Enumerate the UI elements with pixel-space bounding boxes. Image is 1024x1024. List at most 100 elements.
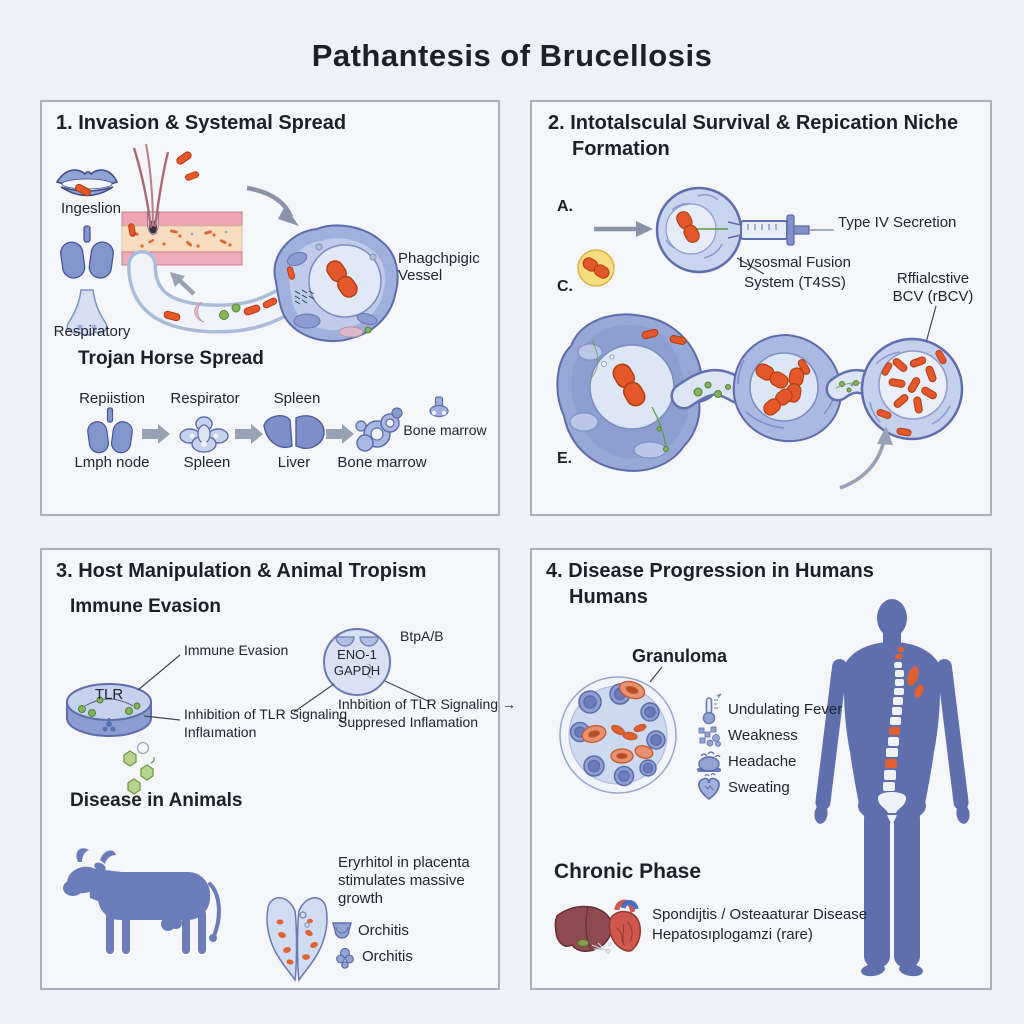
panel4-title-line2: Humans	[569, 586, 648, 608]
human-silhouette	[814, 599, 970, 977]
tlr-disc-icon	[66, 683, 152, 737]
trojan-liver-icon	[263, 415, 325, 449]
btp-label: BtpA/B	[400, 628, 444, 644]
disease-in-animals-heading: Disease in Animals	[70, 790, 243, 811]
liver-vessel-sketch	[591, 941, 613, 955]
headache-icon	[697, 751, 721, 772]
chain-left-cell	[556, 313, 717, 472]
label-a: A.	[557, 198, 573, 215]
thermometer-icon	[702, 693, 722, 725]
granuloma-label: Granuloma	[632, 646, 728, 666]
inhibition-line1: Inhibition of TLR Signaling	[184, 706, 348, 722]
immune-evasion-annotation: Immune Evasion	[184, 642, 289, 658]
phagocytic-vessel-label: Phagchpigic Vessel	[398, 250, 480, 284]
trojan-step1-bottom: Lmph node	[74, 454, 150, 471]
placenta-line2: stimulates massive	[338, 872, 465, 889]
eno-line1: ENO-1	[337, 647, 377, 662]
trojan-step2-bottom: Spleen	[183, 454, 231, 471]
tlr-leader-lines	[137, 654, 181, 721]
inhibition-line2: Inflaımation	[184, 724, 257, 740]
dermis-bacteria-speckles	[131, 229, 232, 248]
label-e: E.	[557, 450, 573, 467]
trojan-gland-icon	[179, 416, 229, 453]
arrow-vessel-up	[170, 272, 196, 296]
trojan-title: Trojan Horse Spread	[78, 348, 264, 369]
label-c: C.	[557, 278, 573, 295]
phago-line2: Vessel	[398, 267, 443, 284]
panel2-title-line1: 2. Intotalsculal Survival & Repication N…	[548, 112, 959, 134]
panel4-title-line1: 4. Disease Progression in Humans	[546, 560, 874, 582]
granuloma-orange-cells	[581, 680, 654, 764]
rbcv-line1: Rffialcstive	[896, 270, 970, 287]
eno-line2: GAPDH	[333, 663, 381, 678]
symptom-fever: Undulating Fever	[728, 701, 843, 718]
granuloma-blue-cells	[569, 683, 666, 787]
tlr-molecule	[102, 718, 116, 732]
granuloma-illustration	[559, 666, 677, 794]
panel2-title-line2: Formation	[572, 138, 670, 160]
lips-ingestion-icon	[55, 169, 119, 198]
placenta-bacteria	[276, 918, 318, 965]
spine-highlight	[878, 647, 924, 826]
right-annotation-line2: Suppresed Inflamation	[338, 714, 479, 730]
arrow-entry	[594, 221, 653, 237]
tlr-label: TLR	[94, 686, 124, 703]
leader-lysosomal	[736, 257, 765, 275]
arrow-skin-to-cell	[246, 185, 299, 226]
orchitis-icon-2	[336, 947, 354, 969]
spine-top-lesions	[895, 647, 904, 659]
t4ss-syringe-icon	[727, 214, 834, 246]
trojan-step1-top: Repiistion	[79, 390, 145, 407]
eno-gapdh-cell-icon	[323, 628, 391, 696]
liver-icon	[554, 905, 613, 955]
eno-leader-lines	[293, 680, 431, 713]
immune-evasion-heading: Immune Evasion	[70, 596, 221, 617]
ingestion-label: Ingeslion	[60, 200, 122, 217]
placenta-line3: growth	[338, 890, 384, 907]
hair-follicle	[127, 143, 170, 238]
panel-intracellular: 2. Intotalsculal Survival & Repication N…	[530, 100, 992, 516]
lungs-icon	[60, 225, 114, 279]
weakness-icon	[698, 726, 721, 747]
type4-secretion-label: Type IV Secretion	[838, 214, 957, 231]
orchitis-icon-1	[332, 922, 352, 939]
chronic-phase-heading: Chronic Phase	[554, 860, 702, 883]
panel-host-manipulation: 3. Host Manipulation & Animal Tropism Im…	[40, 548, 516, 990]
panel-invasion: 1. Invasion & Systemal Spread Ingeslion …	[40, 100, 500, 516]
panel4-illustration	[554, 599, 970, 977]
phagocyte-cell	[273, 224, 399, 343]
chronic-line2: Hepatosıplogamzi (rare)	[652, 926, 813, 943]
orchitis-label-1: Orchitis	[358, 922, 409, 939]
symptom-weakness: Weakness	[728, 727, 798, 744]
trojan-step4-bottom: Bone marrow	[337, 454, 427, 471]
trojan-lungs-icon	[87, 407, 133, 454]
placenta-icon	[266, 897, 328, 983]
skin-cross-section	[121, 143, 243, 266]
sweating-heart-icon	[698, 772, 720, 800]
granuloma-leader	[649, 666, 663, 683]
trojan-step3-bottom: Liver	[277, 454, 311, 471]
lysosomal-line1: Lysosmal Fusion	[739, 254, 851, 271]
symptom-sweating: Sweating	[728, 779, 790, 796]
panel-disease-progression: 4. Disease Progression in Humans Humans …	[530, 548, 992, 990]
zipper-texture	[294, 289, 315, 305]
phago-line1: Phagchpigic	[398, 250, 480, 267]
blood-vessel	[127, 250, 307, 334]
orchitis-label-2: Orchitis	[362, 948, 413, 965]
yellow-vesicle-icon	[577, 249, 615, 287]
heart-icon	[608, 899, 641, 952]
chronic-line1: Spondijtis / Osteaaturar Disease	[652, 906, 868, 923]
panel3-illustration	[63, 628, 431, 983]
nose-icon	[66, 289, 108, 336]
panel3-title: 3. Host Manipulation & Animal Tropism	[56, 560, 427, 582]
arrow-rbcv	[839, 426, 893, 490]
chain-right-rbcv-cell	[860, 337, 964, 441]
respiratory-label: Respiratory	[53, 323, 131, 340]
chain-middle-cell	[732, 333, 843, 443]
symptom-headache: Headache	[728, 753, 797, 770]
rbcv-line2: BCV (rBCV)	[892, 288, 974, 305]
bone-marrow-small-icon	[429, 396, 449, 418]
trojan-arrows	[142, 424, 354, 444]
placenta-line1: Eryrhitol in placenta	[338, 854, 470, 871]
